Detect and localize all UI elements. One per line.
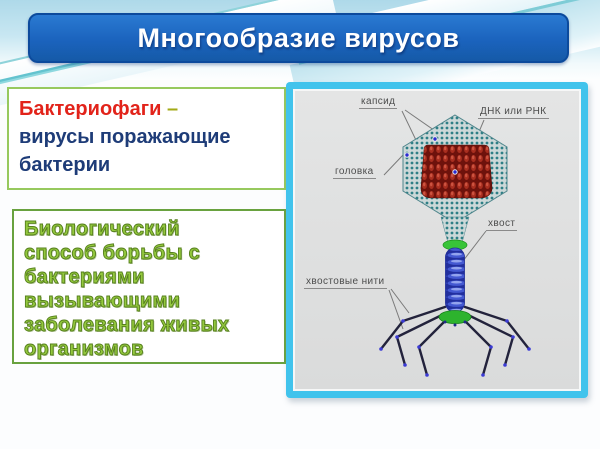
phage-neck	[440, 216, 470, 244]
label-capsid: капсид	[359, 96, 398, 109]
baseplate-dots	[443, 320, 467, 327]
slide-title: Многообразие вирусов	[137, 22, 460, 53]
label-head: головка	[333, 166, 376, 179]
definition-term-line: Бактериофаги –	[19, 95, 274, 123]
phage-head	[402, 114, 508, 224]
label-tail-fibers: хвостовые нити	[304, 276, 387, 289]
bacteriophage-illustration	[379, 109, 531, 377]
title-banner: Многообразие вирусов	[28, 13, 569, 63]
term-text: Бактериофаги	[19, 98, 162, 120]
term-dash: –	[161, 98, 179, 120]
label-tail: хвост	[486, 218, 518, 231]
label-dna-rna: ДНК или РНК	[478, 106, 549, 119]
diagram-panel: капсид ДНК или РНК головка хвост хвостов…	[293, 89, 581, 391]
info-text: Биологический способ борьбы с бактериями…	[24, 218, 230, 361]
phage-tail	[445, 247, 465, 313]
diagram-frame: капсид ДНК или РНК головка хвост хвостов…	[286, 82, 588, 398]
definition-box: Бактериофаги – вирусы поражающие бактери…	[7, 87, 286, 190]
fiber-joint-dots	[379, 319, 531, 377]
info-box: Биологический способ борьбы с бактериями…	[12, 209, 286, 364]
definition-text: вирусы поражающие бактерии	[19, 126, 231, 176]
